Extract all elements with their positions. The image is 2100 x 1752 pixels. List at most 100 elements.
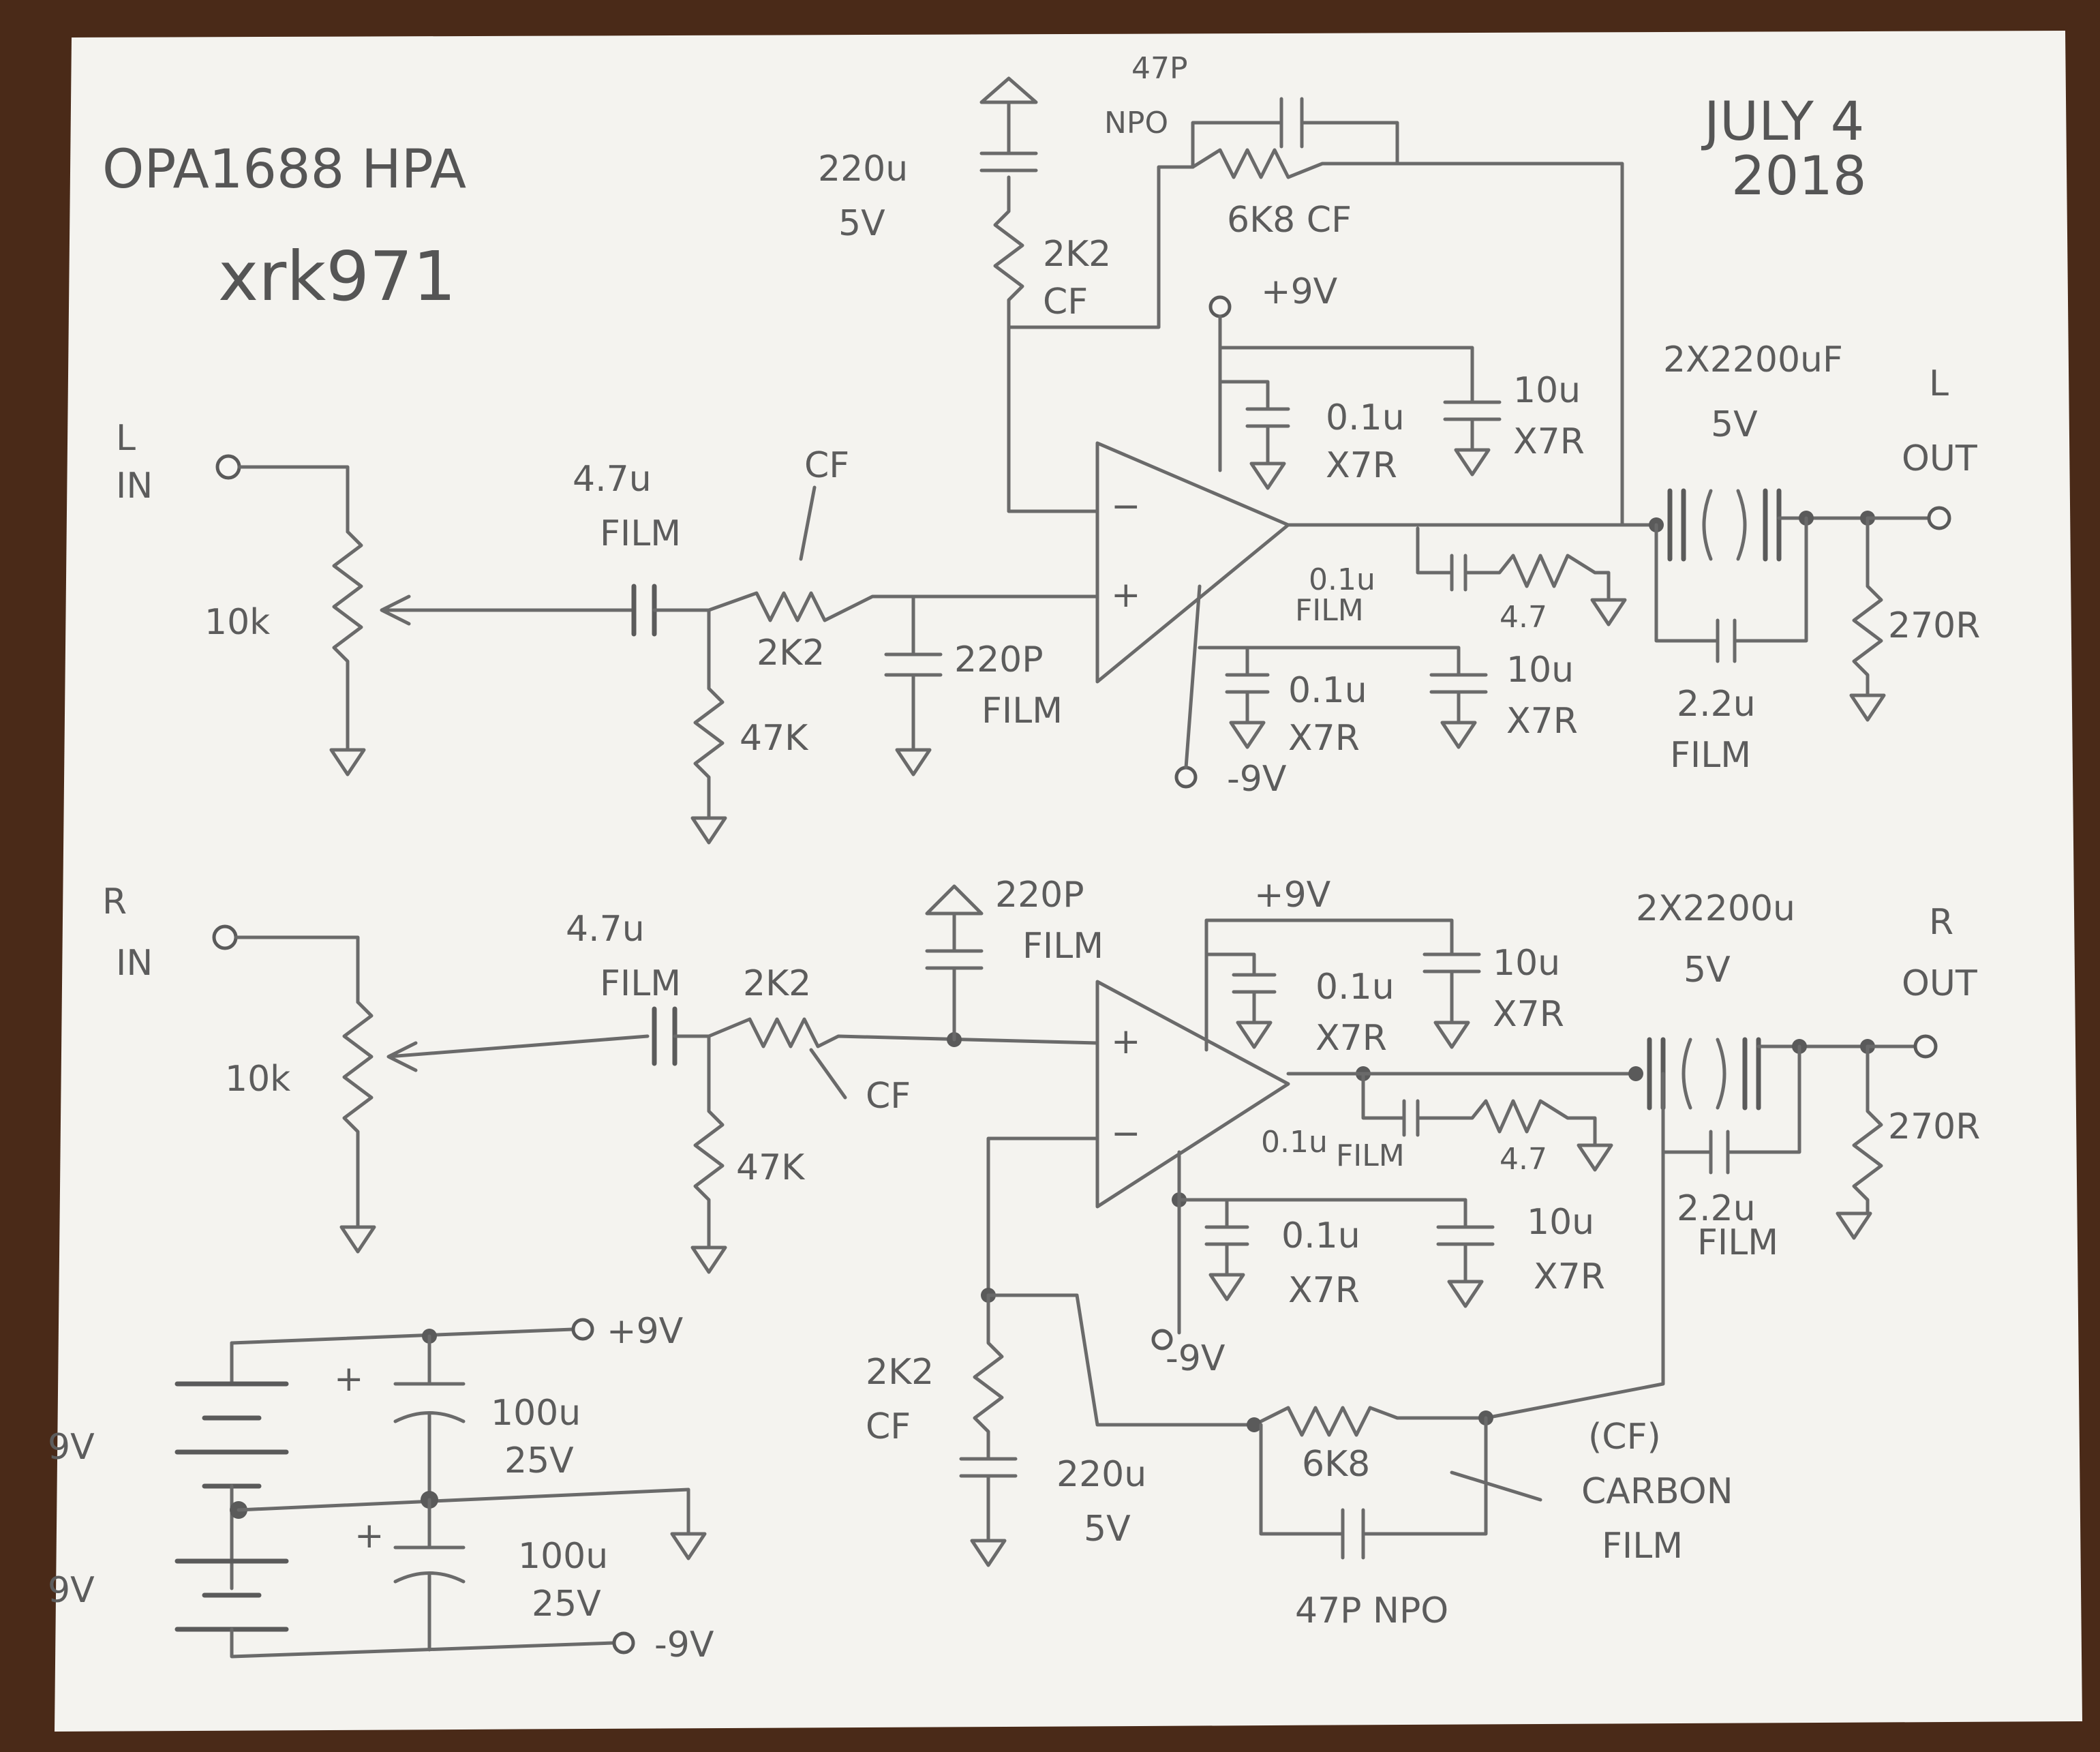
- left-opamp-minus: −: [1111, 486, 1141, 527]
- left-bp2-value: 10u: [1513, 370, 1581, 411]
- left-fb-cap-value: 47P: [1131, 51, 1188, 86]
- right-res-shunt: 47K: [736, 1147, 806, 1188]
- left-out-label1: L: [1929, 363, 1949, 404]
- right-cf-note1: (CF): [1588, 1417, 1661, 1458]
- right-zobel-cap-type: FILM: [1336, 1138, 1405, 1173]
- right-cap-in-value: 4.7u: [566, 909, 645, 950]
- right-cf-note2: CARBON: [1581, 1471, 1733, 1512]
- left-pot-label: 10k: [204, 602, 270, 643]
- left-gnd-res-value: 2K2: [1043, 234, 1111, 275]
- supply-cap1-plus: +: [334, 1359, 364, 1400]
- left-cap-in-type: FILM: [600, 513, 681, 554]
- right-gnd-res-type: CF: [866, 1406, 911, 1447]
- left-opamp-plus: +: [1111, 575, 1141, 616]
- left-out-cap-rating: 5V: [1711, 404, 1758, 445]
- right-out-film-value: 2.2u: [1677, 1188, 1756, 1229]
- right-cf-note3: FILM: [1602, 1526, 1683, 1567]
- author-text: xrk971: [218, 237, 456, 316]
- left-vneg-terminal[interactable]: [1174, 766, 1198, 789]
- left-gnd-res-type: CF: [1043, 282, 1088, 322]
- left-gnd-cap-rating: 5V: [838, 203, 885, 244]
- left-bn1-value: 0.1u: [1288, 670, 1367, 711]
- right-out-res: 270R: [1888, 1106, 1980, 1147]
- right-fb-cap: 47P NPO: [1295, 1590, 1448, 1631]
- date-line2: 2018: [1731, 146, 1867, 207]
- left-output-terminal[interactable]: [1927, 506, 1951, 530]
- left-out-cap-value: 2X2200uF: [1663, 339, 1843, 380]
- left-gnd-cap-value: 220u: [818, 149, 908, 190]
- left-volume-pot: [332, 530, 363, 752]
- supply-vpos-terminal[interactable]: [571, 1318, 594, 1341]
- left-vpos-label: +9V: [1261, 271, 1338, 312]
- right-cap-in-type: FILM: [600, 963, 681, 1004]
- right-res-in-value: 2K2: [743, 963, 811, 1004]
- left-bn2-type: X7R: [1506, 701, 1578, 742]
- left-bn2-value: 10u: [1506, 650, 1574, 691]
- supply-vneg-label: -9V: [654, 1625, 714, 1665]
- left-res-in-type: CF: [804, 445, 849, 486]
- left-zobel-cap-type: FILM: [1295, 593, 1364, 628]
- left-cap-filt-type: FILM: [981, 691, 1063, 731]
- supply-cap1-value: 100u: [491, 1393, 581, 1434]
- supply-cap2-plus: +: [354, 1515, 384, 1556]
- right-vpos-label: +9V: [1254, 875, 1331, 916]
- right-zobel-res: 4.7: [1500, 1142, 1547, 1177]
- left-res-shunt: 47K: [740, 718, 809, 759]
- right-out-cap-value: 2X2200u: [1636, 888, 1795, 929]
- right-channel: R IN 10k 4.7u FILM 2K2 CF 47K 220P FILM …: [102, 875, 1980, 1631]
- right-cap-filt-type: FILM: [1022, 926, 1104, 967]
- right-gnd-res-value: 2K2: [866, 1352, 934, 1393]
- right-out-cap-rating: 5V: [1684, 950, 1731, 991]
- left-vpos-terminal[interactable]: [1208, 295, 1232, 318]
- left-bn1-type: X7R: [1288, 718, 1360, 759]
- left-cap-in-value: 4.7u: [573, 459, 652, 500]
- paper-sheet: [55, 31, 2082, 1732]
- left-input-terminal[interactable]: [215, 454, 241, 480]
- right-in-label2: IN: [116, 943, 153, 984]
- left-out-film-type: FILM: [1670, 735, 1751, 776]
- right-vneg-label: -9V: [1166, 1338, 1226, 1379]
- left-out-label2: OUT: [1902, 438, 1977, 479]
- left-res-in-value: 2K2: [757, 633, 825, 674]
- left-fb-res: 6K8 CF: [1227, 200, 1352, 241]
- right-pot-label: 10k: [225, 1059, 290, 1100]
- right-res-in-type: CF: [866, 1076, 911, 1117]
- left-zobel-res: 4.7: [1500, 600, 1547, 635]
- left-out-cap: [1667, 488, 1686, 562]
- right-gnd-cap-value: 220u: [1056, 1454, 1146, 1495]
- right-zobel-cap-value: 0.1u: [1261, 1125, 1328, 1160]
- left-in-label1: L: [116, 418, 136, 459]
- left-vneg-label: -9V: [1227, 759, 1287, 800]
- left-cap-filt-value: 220P: [954, 639, 1044, 680]
- supply-vneg-terminal[interactable]: [612, 1631, 635, 1655]
- right-input-terminal[interactable]: [212, 924, 238, 950]
- supply-cap2-rating: 25V: [532, 1584, 601, 1625]
- right-bp2-value: 10u: [1493, 943, 1560, 984]
- power-supply: 9V 9V +9V -9V + + 100u 25V 100u 25V: [48, 1311, 714, 1665]
- right-bp1-type: X7R: [1315, 1018, 1387, 1059]
- right-bn2-type: X7R: [1534, 1256, 1605, 1297]
- left-zobel-cap-value: 0.1u: [1309, 562, 1375, 597]
- supply-cap2-value: 100u: [518, 1536, 608, 1577]
- right-out-label2: OUT: [1902, 963, 1977, 1004]
- right-bn2-value: 10u: [1527, 1202, 1594, 1243]
- left-out-film-value: 2.2u: [1677, 684, 1756, 725]
- right-gnd-cap-rating: 5V: [1084, 1509, 1131, 1550]
- right-bn1-type: X7R: [1288, 1270, 1360, 1311]
- left-bp1-type: X7R: [1326, 445, 1397, 486]
- right-out-label1: R: [1929, 902, 1953, 943]
- header: OPA1688 HPA xrk971 JULY 4 2018: [102, 91, 1867, 316]
- right-opamp-plus: +: [1111, 1021, 1141, 1062]
- right-bp1-value: 0.1u: [1315, 967, 1395, 1008]
- right-out-film-type: FILM: [1697, 1222, 1778, 1263]
- right-output-terminal[interactable]: [1913, 1034, 1938, 1059]
- right-fb-res: 6K8: [1302, 1444, 1370, 1485]
- date-line1: JULY 4: [1701, 91, 1864, 153]
- left-bp2-type: X7R: [1513, 421, 1585, 462]
- right-bn1-value: 0.1u: [1281, 1215, 1360, 1256]
- left-channel: L IN 10k 4.7u FILM CF 2K2 47K 220P FILM …: [116, 51, 1980, 843]
- right-vneg-terminal[interactable]: [1151, 1329, 1173, 1350]
- battery2-label: 9V: [48, 1570, 95, 1611]
